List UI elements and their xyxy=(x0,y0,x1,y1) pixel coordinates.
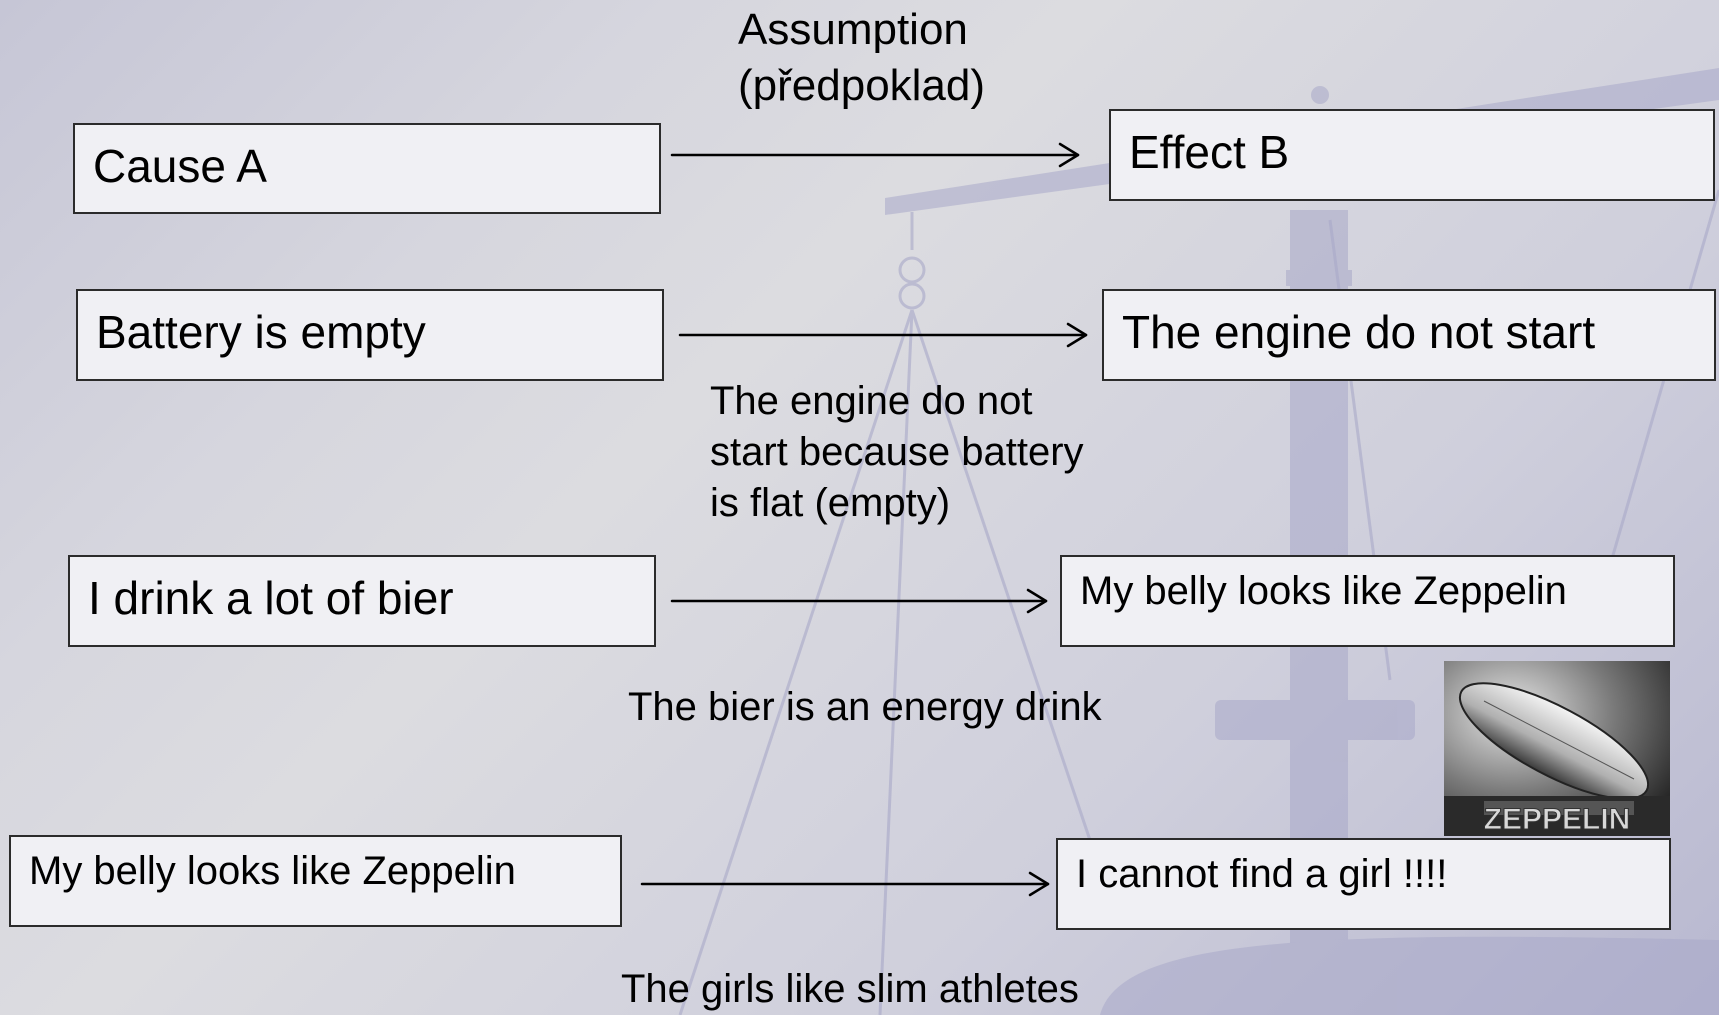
arrow-row-1 xyxy=(670,142,1080,168)
cause-label: I drink a lot of bier xyxy=(88,572,454,624)
arrow-row-2 xyxy=(678,322,1088,348)
zeppelin-photo: ZEPPELIN xyxy=(1444,661,1670,836)
cause-box: Battery is empty xyxy=(76,289,664,381)
assumption-text-line: The girls like slim athletes xyxy=(621,967,1079,1011)
effect-label: The engine do not start xyxy=(1122,306,1596,358)
arrow-row-4 xyxy=(640,871,1050,897)
effect-label: My belly looks like Zeppelin xyxy=(1080,569,1567,613)
assumption-text-line: is flat (empty) xyxy=(710,481,951,525)
cause-label: My belly looks like Zeppelin xyxy=(29,849,516,893)
effect-box: The engine do not start xyxy=(1102,289,1716,381)
assumption-text: The girls like slim athletes xyxy=(621,967,1079,1012)
effect-label: Effect B xyxy=(1129,126,1290,178)
assumption-text: The bier is an energy drink xyxy=(628,685,1102,730)
assumption-header-line2: (předpoklad) xyxy=(738,61,986,110)
cause-label: Battery is empty xyxy=(96,306,426,358)
assumption-header-line1: Assumption xyxy=(738,5,968,54)
cause-label: Cause A xyxy=(93,140,267,192)
zeppelin-caption: ZEPPELIN xyxy=(1484,803,1631,836)
effect-label: I cannot find a girl !!!! xyxy=(1076,852,1448,896)
cause-box: My belly looks like Zeppelin xyxy=(9,835,622,927)
effect-box: My belly looks like Zeppelin xyxy=(1060,555,1675,647)
assumption-text-line: The bier is an energy drink xyxy=(628,685,1102,729)
assumption-text: The engine do not start because battery … xyxy=(710,376,1084,529)
assumption-text-line: start because battery xyxy=(710,430,1084,474)
assumption-text-line: The engine do not xyxy=(710,379,1033,423)
cause-box: Cause A xyxy=(73,123,661,214)
arrow-row-3 xyxy=(670,588,1048,614)
cause-box: I drink a lot of bier xyxy=(68,555,656,647)
effect-box: Effect B xyxy=(1109,109,1715,201)
effect-box: I cannot find a girl !!!! xyxy=(1056,838,1671,930)
assumption-header: Assumption (předpoklad) xyxy=(738,2,985,114)
